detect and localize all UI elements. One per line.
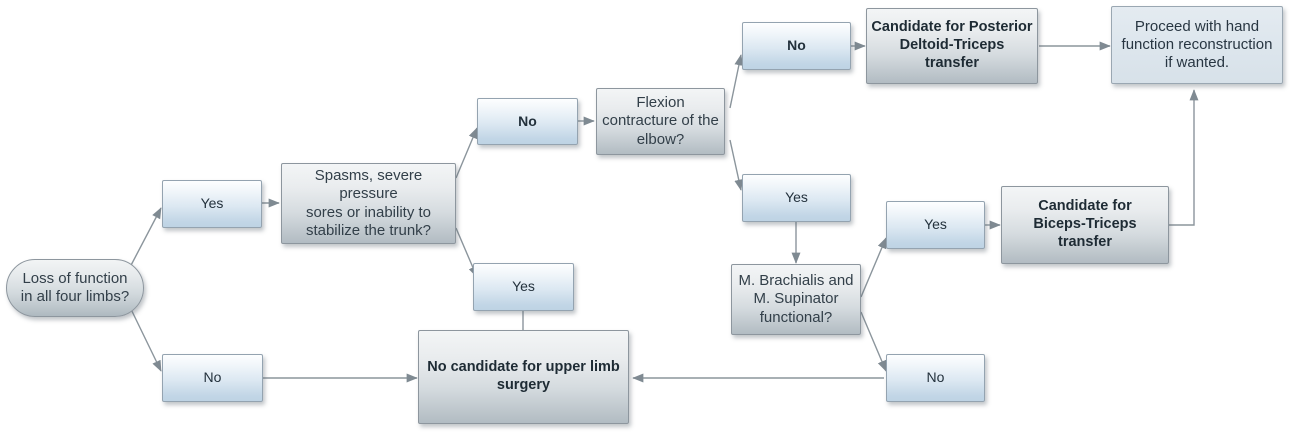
edge-flexion-yes3 (729, 139, 744, 191)
node-no-2-label: No (518, 112, 537, 129)
node-no-4-label: No (926, 369, 945, 386)
node-yes-1[interactable]: Yes (162, 180, 262, 228)
node-yes-3[interactable]: Yes (742, 174, 851, 222)
node-yes-4-label: Yes (924, 216, 947, 233)
node-yes-2-label: Yes (512, 278, 535, 295)
edge-spasms-no2 (455, 127, 478, 179)
node-yes-4[interactable]: Yes (886, 201, 985, 249)
node-no-2[interactable]: No (477, 98, 578, 145)
node-yes-2[interactable]: Yes (473, 263, 574, 311)
edge-start-yes (127, 207, 162, 272)
edge-brachialis-no4 (860, 311, 887, 372)
node-yes-1-label: Yes (200, 195, 224, 212)
edge-brachialis-yes4 (860, 237, 887, 298)
edge-flexion-no3 (729, 54, 744, 109)
edge-biceps-proceed (1169, 89, 1199, 226)
node-no-3[interactable]: No (742, 22, 851, 70)
edge-start-no (127, 302, 162, 372)
node-no-3-label: No (787, 37, 806, 54)
node-yes-3-label: Yes (785, 189, 808, 206)
node-no-1[interactable]: No (162, 354, 263, 402)
node-no-4[interactable]: No (886, 354, 985, 402)
node-no-1-label: No (203, 369, 222, 386)
